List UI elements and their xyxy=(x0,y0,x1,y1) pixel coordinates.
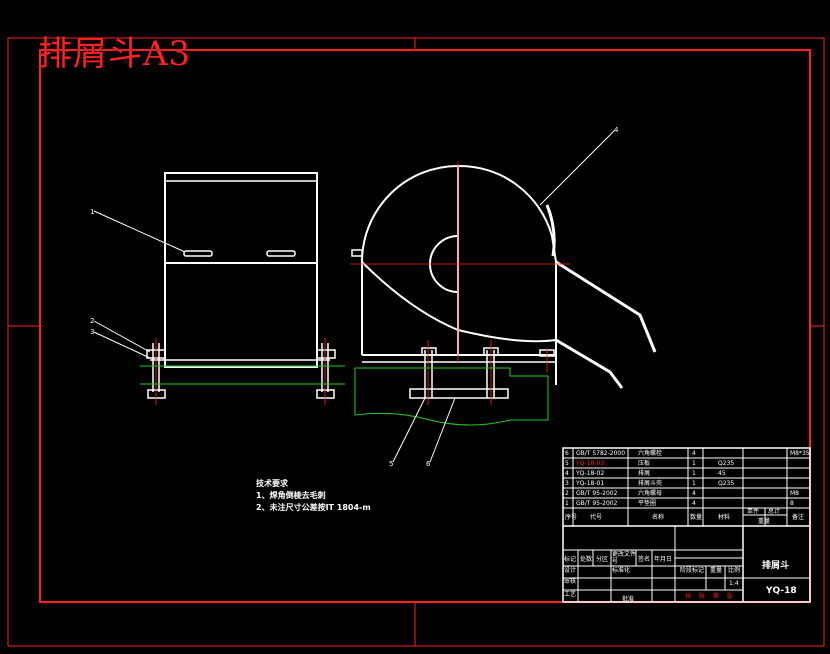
title-block xyxy=(562,447,811,603)
bom-cell-qty: 4 xyxy=(692,490,696,497)
bom-header-no: 序号 xyxy=(565,514,578,521)
bom-cell-note: M8 xyxy=(790,490,799,497)
tb-scale-value: 1:4 xyxy=(729,580,739,587)
balloon-4: 4 xyxy=(614,126,619,134)
bom-header-note: 备注 xyxy=(792,514,805,521)
front-view-centerlines xyxy=(155,338,326,405)
tech-requirements: 技术要求 1、焊角倒棱去毛刺 2、未注尺寸公差按IT 1804-m xyxy=(256,478,371,514)
bom-cell-code: YQ-18-01 xyxy=(576,480,605,487)
bom-cell-code: YQ-18-02 xyxy=(576,470,605,477)
front-view-hidden xyxy=(140,365,345,385)
bom-cell-code: GB/T 5782-2000 xyxy=(576,450,626,457)
bom-cell-name: 压板 xyxy=(638,460,651,467)
tech-item-2: 2、未注尺寸公差按IT 1804-m xyxy=(256,503,371,512)
bom-header-code: 代号 xyxy=(590,514,603,521)
drawing-title: 排屑斗A3 xyxy=(38,34,192,74)
bom-cell-code: YQ-18-03 xyxy=(576,460,605,467)
bom-cell-no: 4 xyxy=(565,470,569,477)
balloon-2: 2 xyxy=(90,317,94,325)
tb-part-name: 排屑斗 xyxy=(762,561,790,571)
tb-stage: 阶段标记 xyxy=(680,567,705,574)
bom-cell-name: 排屑 xyxy=(638,470,651,477)
bom-cell-code: GB/T 95-2002 xyxy=(576,490,618,497)
bom-cell-no: 5 xyxy=(565,460,569,467)
bom-cell-no: 1 xyxy=(565,500,569,507)
tb-scale: 比例 xyxy=(728,567,741,574)
bom-cell-qty: 1 xyxy=(692,470,696,477)
bom-cell-name: 平垫圈 xyxy=(638,500,657,507)
tb-count: 处数 xyxy=(580,556,593,563)
tb-drawing-no: YQ-18 xyxy=(766,586,797,596)
tb-process: 工艺 xyxy=(564,591,577,598)
bom-cell-code: GB/T 95-2002 xyxy=(576,500,618,507)
bom-cell-qty: 1 xyxy=(692,460,696,467)
bom-header-total-weight: 总计 xyxy=(768,508,781,515)
bom-cell-name: 六角螺母 xyxy=(638,490,663,497)
bom-header-name: 名称 xyxy=(652,514,665,521)
side-view-centerlines xyxy=(350,162,570,405)
tb-mark: 标记 xyxy=(564,556,577,563)
tb-sign: 签名 xyxy=(638,556,651,563)
bom-cell-name: 排屑斗壳 xyxy=(638,480,663,487)
tb-approve: 批准 xyxy=(622,596,635,603)
tb-zone: 分区 xyxy=(596,556,609,563)
tech-item-1: 1、焊角倒棱去毛刺 xyxy=(256,491,326,500)
bom-cell-no: 3 xyxy=(565,480,569,487)
outer-frame xyxy=(7,37,825,647)
tech-heading: 技术要求 xyxy=(256,479,288,488)
bom-cell-note: 8 xyxy=(790,500,794,507)
balloon-1: 1 xyxy=(90,208,94,216)
balloon-5: 5 xyxy=(389,460,393,468)
tb-sheets: 共 张 第 张 xyxy=(685,593,736,600)
side-view xyxy=(351,164,657,399)
bom-cell-no: 2 xyxy=(565,490,569,497)
balloon-3: 3 xyxy=(90,328,94,336)
tb-change-doc: 更改文件号 xyxy=(612,551,637,565)
tb-checker: 审核 xyxy=(564,578,577,585)
front-view xyxy=(146,172,336,399)
bom-cell-material: Q235 xyxy=(718,480,735,487)
bom-cell-no: 6 xyxy=(565,450,569,457)
bom-cell-qty: 1 xyxy=(692,480,696,487)
bom-cell-name: 六角螺栓 xyxy=(638,450,663,457)
tb-date: 年月日 xyxy=(654,556,673,563)
bom-cell-note: M8*35 xyxy=(790,450,810,457)
tb-weight: 重量 xyxy=(710,567,723,574)
balloon-6: 6 xyxy=(426,460,431,468)
side-view-hidden xyxy=(354,367,549,426)
leader-lines xyxy=(93,129,616,463)
bom-header-unit-weight: 单件 xyxy=(747,508,760,515)
balloon-labels: 1 2 3 4 5 6 xyxy=(90,126,619,468)
tb-designer: 设计 xyxy=(564,567,577,574)
bom-cell-qty: 4 xyxy=(692,450,696,457)
bom-cell-material: Q235 xyxy=(718,460,735,467)
bom-header-weight: 重量 xyxy=(758,518,771,525)
bom-cell-material: 45 xyxy=(718,470,726,477)
bom-header-material: 材料 xyxy=(718,514,731,521)
bom-header-qty: 数量 xyxy=(690,514,703,521)
bom-cell-qty: 4 xyxy=(692,500,696,507)
tb-standard: 标准化 xyxy=(612,567,631,574)
centering-marks xyxy=(8,38,824,646)
